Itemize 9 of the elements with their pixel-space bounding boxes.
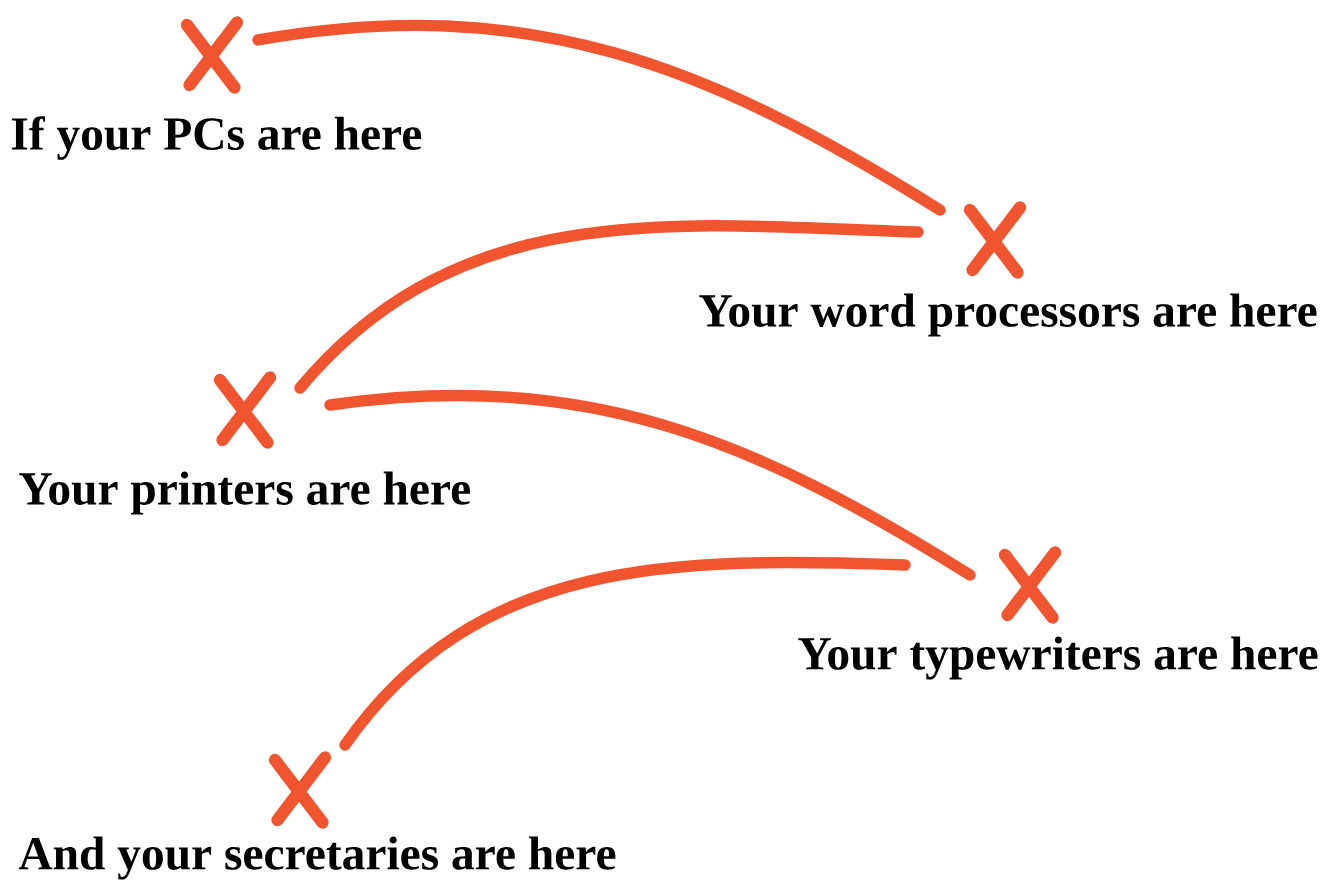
curved-line <box>294 220 924 394</box>
place-label: Your printers are here <box>19 471 471 515</box>
curved-line <box>339 556 911 751</box>
place-label: Your typewriters are here <box>798 636 1318 680</box>
place-label: Your word processors are here <box>699 293 1317 337</box>
curved-line <box>252 20 946 216</box>
curved-line <box>324 389 976 581</box>
place-label: And your secretaries are here <box>18 836 616 880</box>
place-label: If your PCs are here <box>11 116 422 160</box>
